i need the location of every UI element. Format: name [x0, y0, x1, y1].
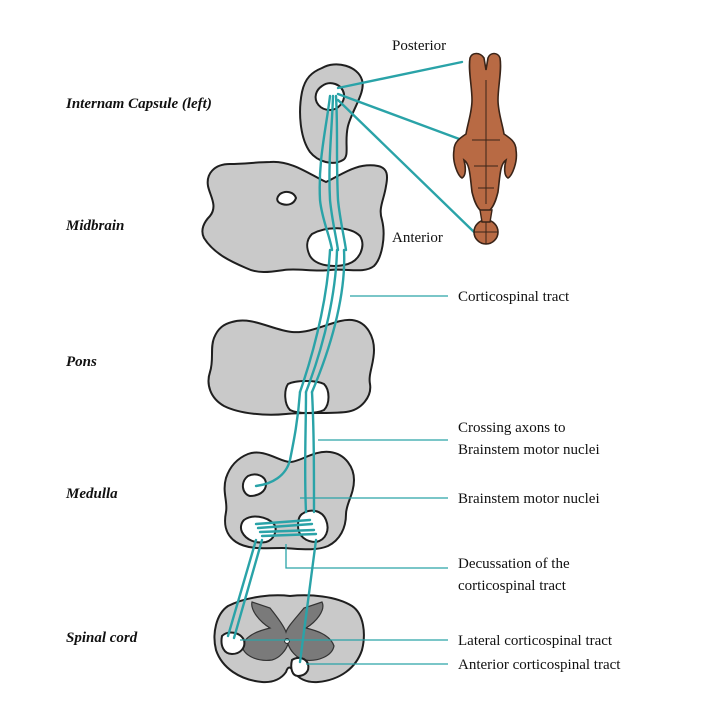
level-label-internal-capsule: Internam Capsule (left)	[65, 96, 212, 112]
anterior-corticospinal-tract-label: Anterior corticospinal tract	[458, 657, 621, 673]
anterior-label: Anterior	[392, 230, 443, 246]
midbrain-aqueduct	[276, 190, 298, 206]
crossing-axons-label-line2: Brainstem motor nuclei	[458, 442, 600, 458]
crossing-axons-label-line1: Crossing axons to	[458, 420, 566, 436]
leader-lines	[240, 295, 448, 665]
brainstem-motor-nuclei-label: Brainstem motor nuclei	[458, 491, 600, 507]
human-figure-icon	[452, 52, 518, 245]
decussation-label-line1: Decussation of the	[458, 556, 570, 572]
corticospinal-tract-label: Corticospinal tract	[458, 289, 570, 305]
somatotopy-lines	[336, 60, 476, 234]
midbrain-cerebral-peduncle	[306, 227, 364, 267]
level-label-pons: Pons	[66, 354, 97, 370]
corticospinal-fibers	[226, 94, 348, 664]
spinal-central-canal	[284, 638, 290, 644]
medulla-pyramid-right	[296, 509, 329, 544]
level-label-medulla: Medulla	[65, 486, 118, 502]
decussation-label-line2: corticospinal tract	[458, 578, 567, 594]
spinal-lateral-tract-area	[220, 631, 246, 656]
level-label-spinal-cord: Spinal cord	[66, 630, 138, 646]
level-label-midbrain: Midbrain	[65, 218, 124, 234]
lateral-corticospinal-tract-label: Lateral corticospinal tract	[458, 633, 613, 649]
medulla-pyramid-left	[239, 515, 277, 544]
posterior-label: Posterior	[392, 38, 446, 54]
pons-section	[207, 318, 376, 416]
medulla-brainstem-motor-nucleus	[242, 473, 268, 498]
